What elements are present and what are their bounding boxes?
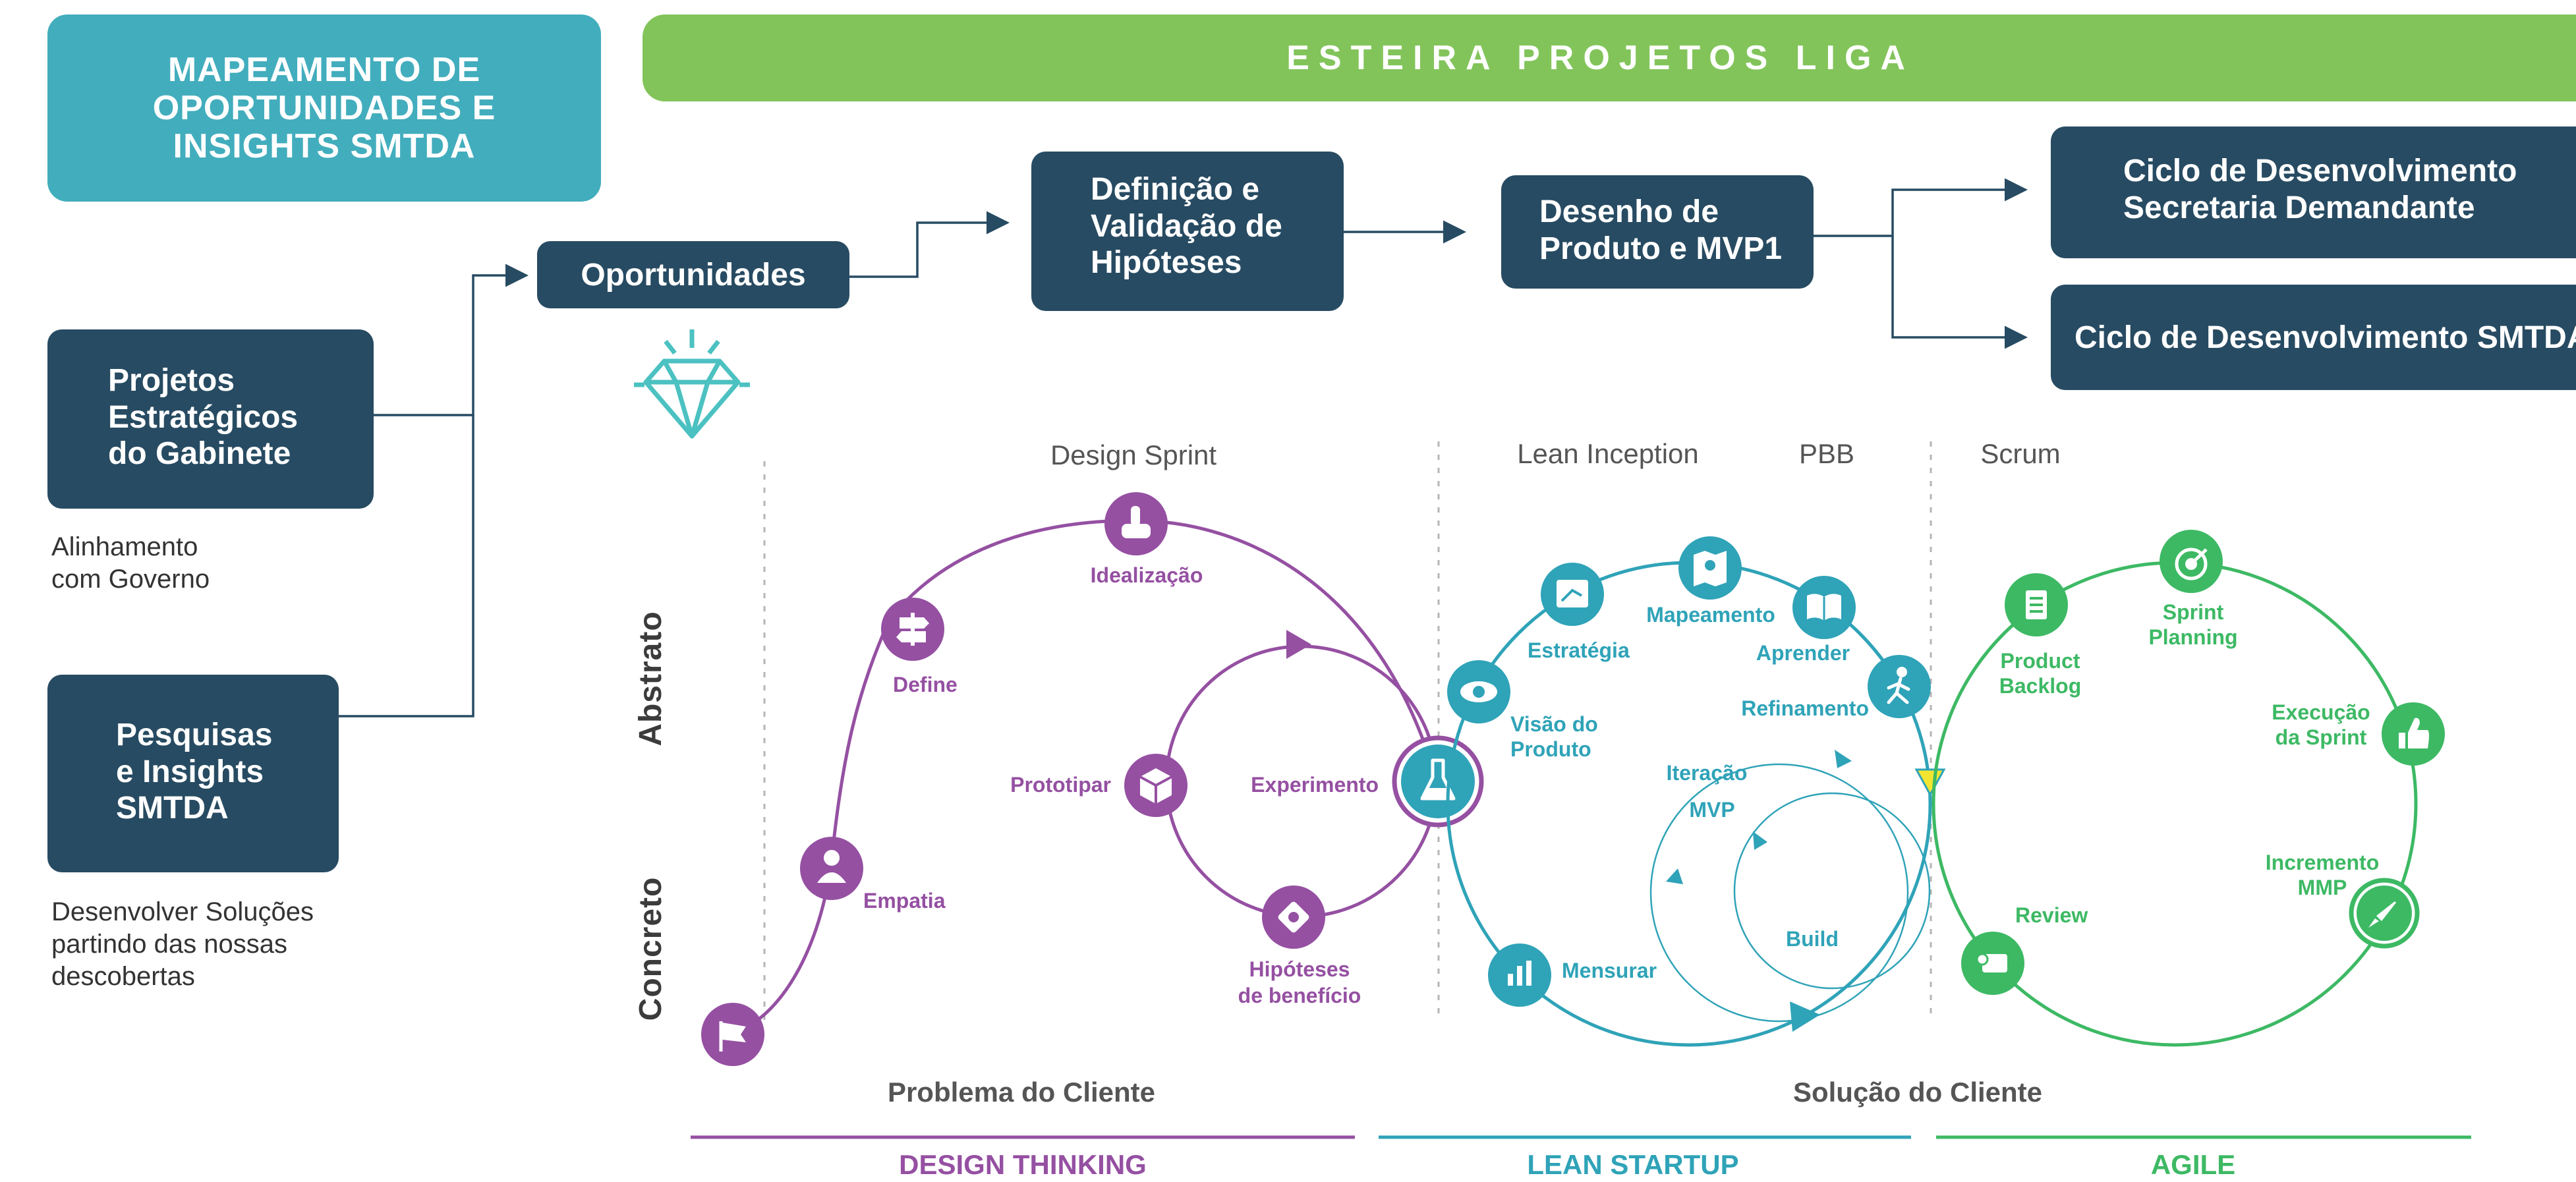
problema-icon [701, 1003, 764, 1066]
label-planning-1: Sprint [2163, 600, 2224, 624]
pesquisas-insights-box: Pesquisas e Insights SMTDA [47, 675, 339, 872]
agile-title: AGILE [2151, 1149, 2235, 1180]
label-hipoteses-1: Hipóteses [1249, 957, 1350, 981]
ciclo-smtda-label: Ciclo de Desenvolvimento SMTDA [2075, 320, 2576, 355]
top-banner-title: ESTEIRA PROJETOS LIGA [1286, 39, 1914, 77]
prototipar-icon [1124, 754, 1188, 817]
oportunidades-box: Oportunidades [537, 241, 849, 308]
top-left-banner-title: MAPEAMENTO DE OPORTUNIDADES E INSIGHTS S… [152, 50, 496, 166]
transition-triangle-icon [1914, 768, 1946, 797]
execucao-icon [2382, 702, 2445, 766]
label-build: Build [1786, 927, 1839, 951]
top-left-banner: MAPEAMENTO DE OPORTUNIDADES E INSIGHTS S… [47, 14, 601, 202]
diamond-icon [634, 329, 750, 439]
lean-loop-arrow-3 [1753, 831, 1767, 850]
projetos-estrategicos-label: Projetos Estratégicos do Gabinete [108, 363, 299, 472]
aprender-icon [1792, 576, 1856, 639]
purple-nodes [701, 492, 1484, 1066]
teal-nodes [1447, 536, 1946, 1007]
green-labels: Product Backlog Sprint Planning Execução… [1999, 600, 2379, 927]
label-aprender: Aprender [1756, 641, 1850, 665]
ciclo-secretaria-label: Ciclo de Desenvolvimento Secretaria Dema… [2123, 154, 2517, 225]
purple-labels: Empatia Define Idealização Prototipar Ex… [863, 563, 1379, 1007]
header-lean-inception: Lean Inception [1517, 438, 1699, 469]
lean-main-arrow [1790, 1001, 1820, 1032]
header-pbb: PBB [1799, 438, 1854, 469]
label-planning-2: Planning [2148, 625, 2237, 649]
design-sprint-arrow [1286, 630, 1311, 659]
green-nodes [1961, 530, 2445, 995]
mensurar-icon [1488, 943, 1551, 1007]
flow-connectors [339, 178, 2028, 718]
label-experimento: Experimento [1251, 773, 1379, 797]
label-visao-1: Visão do [1510, 712, 1598, 736]
top-banner: ESTEIRA PROJETOS LIGA [643, 14, 2576, 101]
label-define: Define [893, 673, 958, 696]
label-mensurar: Mensurar [1562, 959, 1657, 982]
label-review: Review [2015, 903, 2088, 927]
label-backlog-2: Backlog [1999, 674, 2081, 698]
sprint-planning-icon [2160, 530, 2223, 593]
label-incremento-2: MMP [2298, 876, 2347, 899]
axis-abstrato-label: Abstrato [633, 611, 668, 746]
ciclo-smtda-box: Ciclo de Desenvolvimento SMTDA [2051, 285, 2576, 390]
label-mvp: MVP [1689, 798, 1734, 822]
label-iteracao: Iteração [1667, 761, 1748, 785]
header-design-sprint: Design Sprint [1050, 439, 1216, 470]
design-thinking-title: DESIGN THINKING [899, 1149, 1147, 1180]
refinamento-icon [1868, 655, 1931, 718]
mapeamento-icon [1678, 536, 1742, 600]
lean-loop-arrow-1 [1835, 750, 1852, 768]
label-prototipar: Prototipar [1010, 773, 1111, 797]
empatia-icon [800, 837, 863, 900]
visao-icon [1447, 660, 1510, 723]
product-backlog-icon [2005, 573, 2068, 636]
label-execucao-1: Execução [2272, 700, 2370, 724]
ciclo-secretaria-box: Ciclo de Desenvolvimento Secretaria Dema… [2051, 127, 2576, 258]
desenho-label: Desenho de Produto e MVP1 [1539, 194, 1783, 266]
experimento-icon [1392, 735, 1484, 828]
pesquisas-note: Desenvolver Soluções partindo das nossas… [51, 897, 314, 991]
hipoteses-icon [1262, 886, 1325, 949]
label-incremento-1: Incremento [2266, 851, 2379, 874]
define-icon [881, 598, 944, 661]
projetos-estrategicos-box: Projetos Estratégicos do Gabinete [47, 329, 374, 509]
label-visao-2: Produto [1510, 737, 1591, 761]
problema-do-cliente: Problema do Cliente [888, 1077, 1155, 1108]
lean-loop-arrow-2 [1666, 868, 1683, 884]
incremento-icon [2349, 878, 2420, 949]
projetos-note: Alinhamento com Governo [51, 532, 210, 594]
desenho-box: Desenho de Produto e MVP1 [1501, 175, 1814, 289]
oportunidades-label: Oportunidades [581, 257, 806, 293]
header-scrum: Scrum [1980, 438, 2060, 469]
label-empatia: Empatia [863, 889, 946, 913]
label-hipoteses-2: de benefício [1238, 984, 1361, 1007]
label-idealizacao: Idealização [1091, 563, 1203, 587]
label-mapeamento: Mapeamento [1646, 603, 1775, 627]
label-estrategia: Estratégia [1528, 638, 1630, 662]
estrategia-icon [1541, 563, 1604, 626]
label-execucao-2: da Sprint [2275, 725, 2367, 749]
solucao-do-cliente: Solução do Cliente [1793, 1077, 2042, 1108]
label-refinamento: Refinamento [1741, 696, 1869, 720]
teal-labels: Estratégia Mapeamento Aprender Refinamen… [1510, 603, 1869, 982]
review-icon [1961, 932, 2024, 995]
idealizacao-icon [1104, 492, 1168, 555]
section-separators [763, 441, 1932, 1021]
pesquisas-insights-label: Pesquisas e Insights SMTDA [116, 718, 273, 826]
label-backlog-1: Product [2001, 649, 2080, 673]
definicao-label: Definição e Validação de Hipóteses [1091, 172, 1282, 281]
axis-concreto-label: Concreto [633, 877, 668, 1021]
definicao-box: Definição e Validação de Hipóteses [1031, 152, 1344, 311]
lean-startup-title: LEAN STARTUP [1527, 1149, 1738, 1180]
